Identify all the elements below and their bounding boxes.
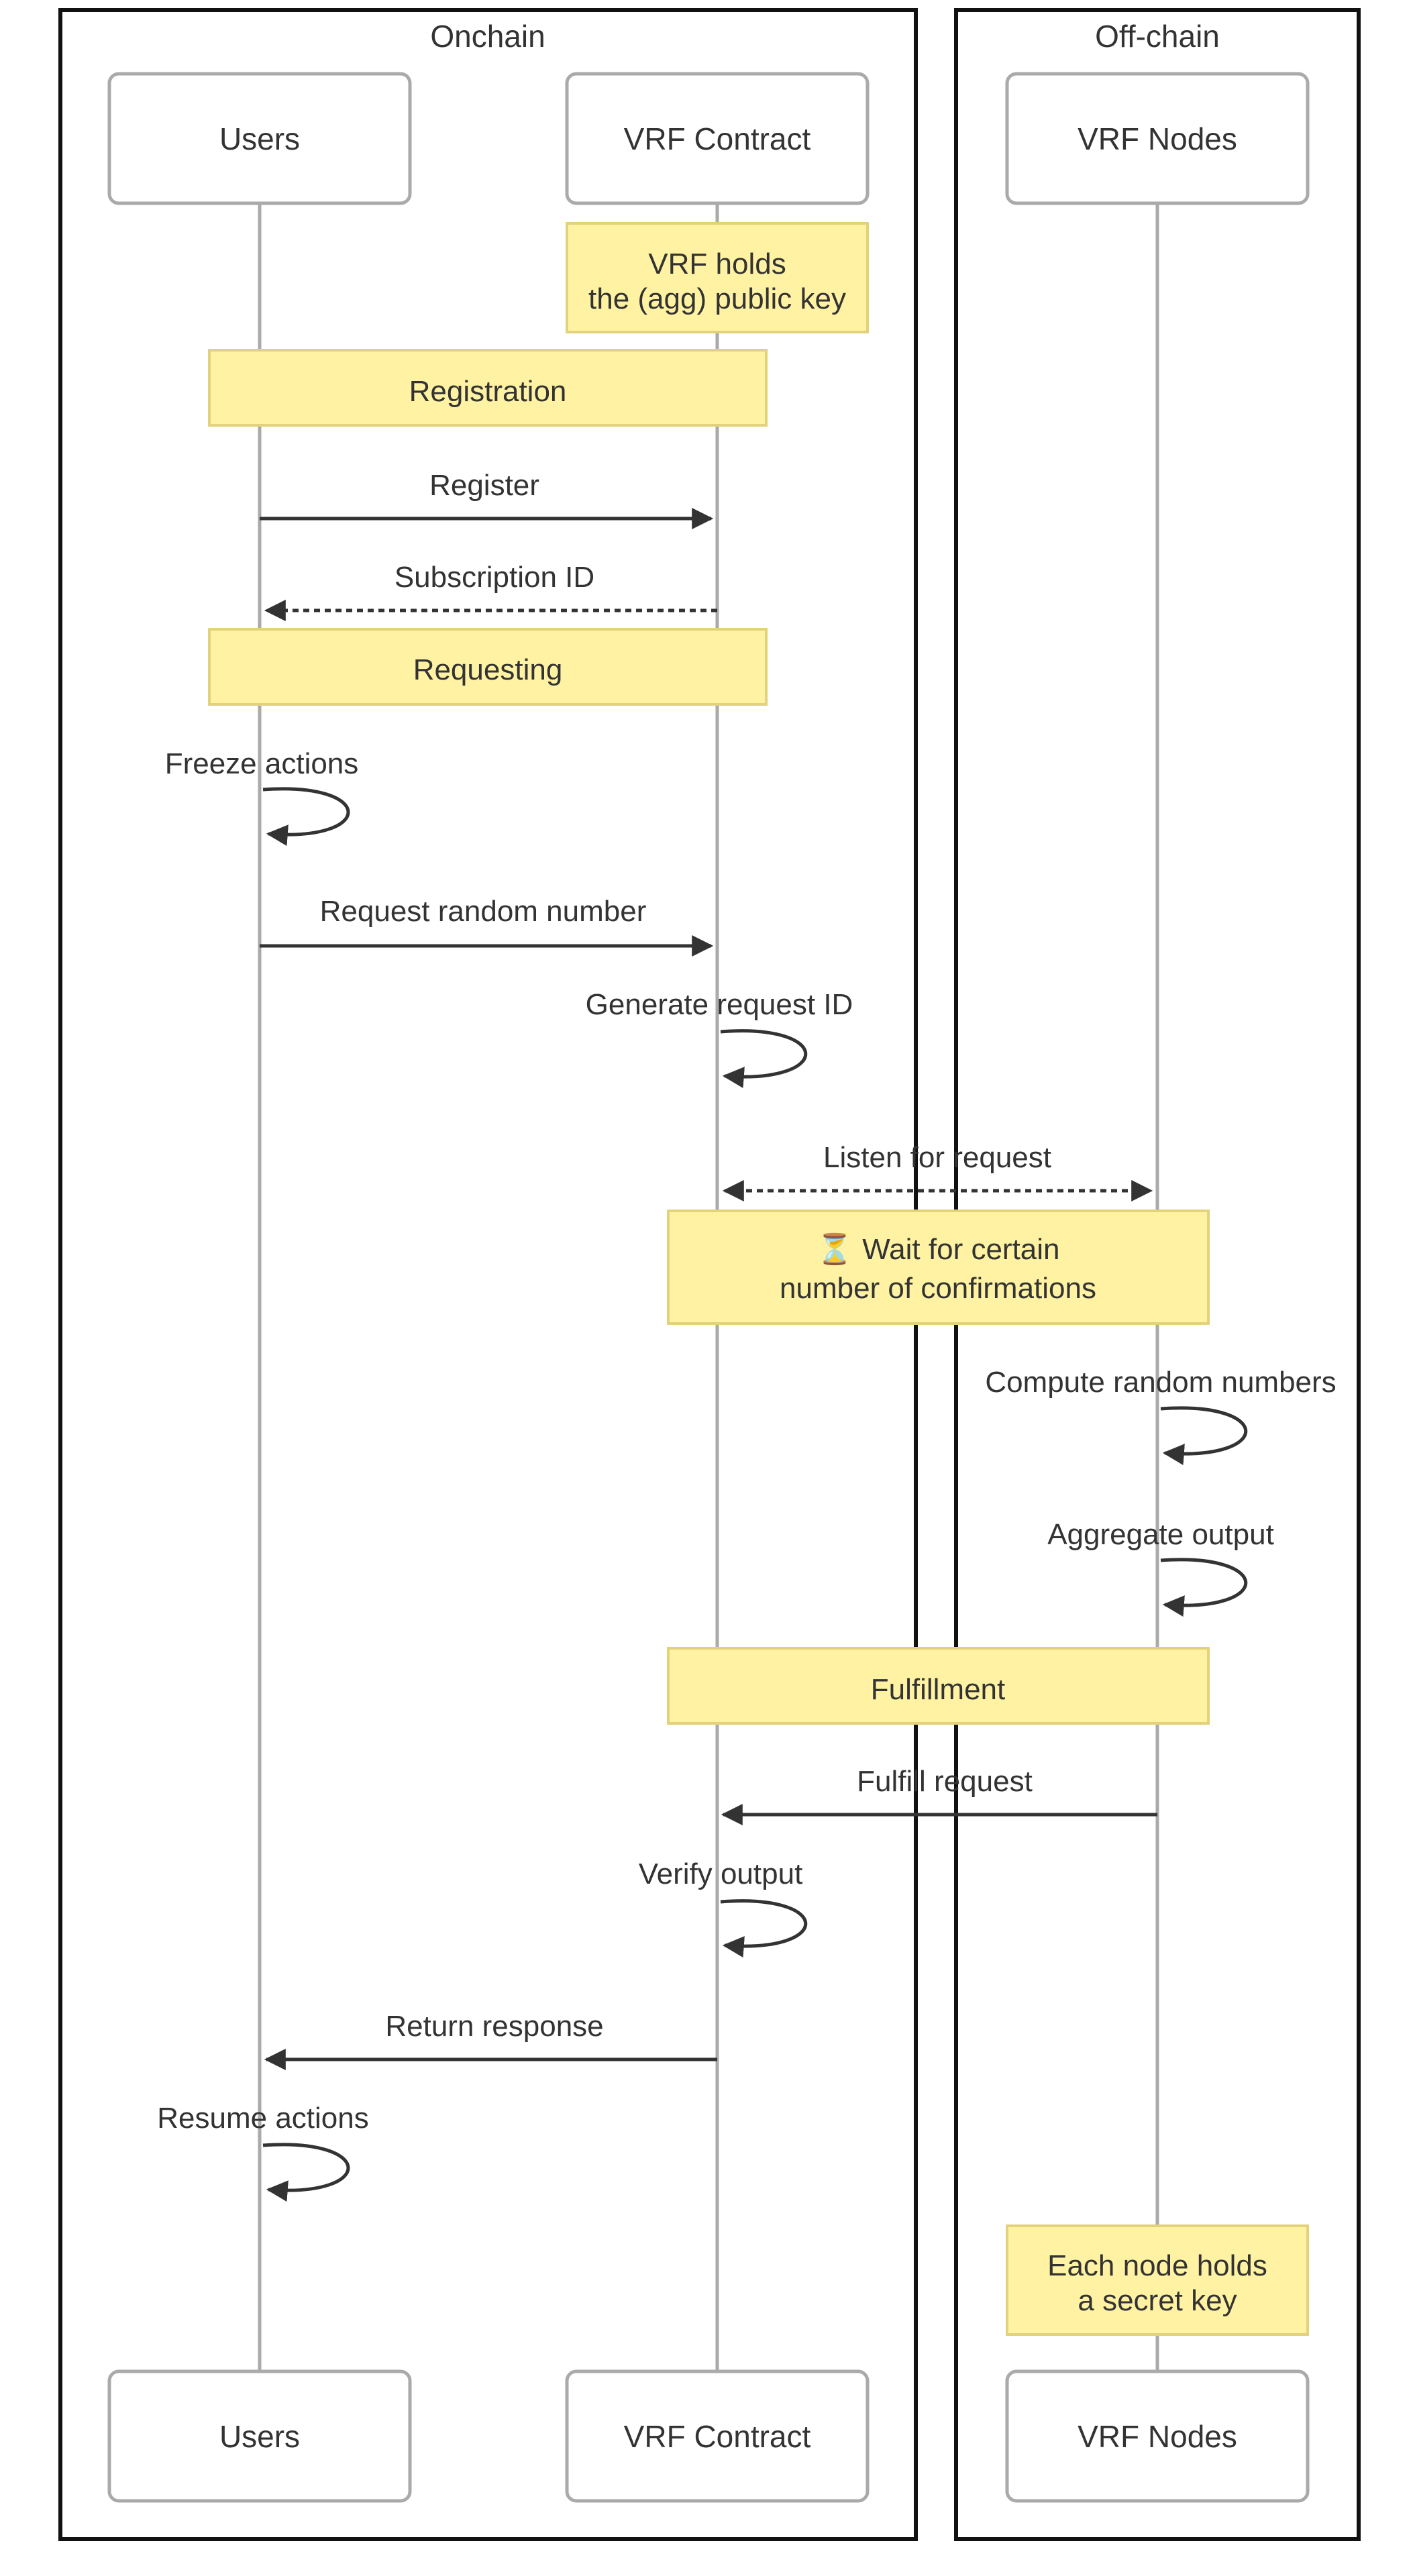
participant-vrf-nodes-bottom: VRF Nodes [1005,2369,1310,2503]
message-label: Compute random numbers [985,1366,1336,1399]
note-secret-key: Each node holds a secret key [1006,2224,1309,2336]
message-label: Subscription ID [395,561,594,594]
self-loop-arrow [262,787,350,847]
message-request-random-number: Request random number [260,895,714,957]
message-generate-request-id: Generate request ID [586,988,853,1089]
self-loop-arrow [1160,1558,1248,1617]
message-label: Generate request ID [586,988,853,1021]
participant-label: Users [219,2419,300,2454]
note-line: a secret key [1078,2284,1237,2317]
participant-label: VRF Nodes [1078,121,1237,156]
hourglass-icon: ⏳ [816,1232,853,1266]
message-return-response: Return response [264,2010,717,2070]
message-label: Verify output [639,1858,803,1890]
self-loop-arrow [262,2143,350,2202]
message-label: Freeze actions [165,747,359,780]
section-label: Fulfillment [871,1673,1006,1706]
participant-vrf-nodes-top: VRF Nodes [1005,72,1310,205]
message-label: Request random number [320,895,647,928]
message-freeze-actions: Freeze actions [165,747,359,847]
section-requesting: Requesting [208,628,768,706]
message-subscription-id: Subscription ID [264,561,717,621]
message-label: Return response [385,2010,603,2043]
message-fulfill-request: Fulfill request [721,1765,1157,1825]
message-label: Register [429,469,539,502]
section-label: Requesting [413,653,563,686]
section-label: Registration [409,375,567,408]
participant-vrf-contract-top: VRF Contract [565,72,870,205]
participant-users-bottom: Users [107,2369,412,2503]
message-label: Fulfill request [857,1765,1033,1798]
participant-label: Users [219,121,300,156]
self-loop-arrow [720,1899,808,1958]
participant-users-top: Users [107,72,412,205]
message-label: Listen for request [823,1141,1051,1174]
message-label: Aggregate output [1047,1518,1274,1551]
message-resume-actions: Resume actions [157,2102,369,2202]
section-fulfillment: Fulfillment [667,1647,1210,1725]
message-aggregate-output: Aggregate output [1047,1518,1274,1617]
participant-label: VRF Contract [624,2419,811,2454]
note-wait-confirmations: ⏳ Wait for certain number of confirmation… [667,1210,1210,1325]
note-line: ⏳ Wait for certain [816,1232,1059,1266]
message-register: Register [260,469,714,529]
participant-vrf-contract-bottom: VRF Contract [565,2369,870,2503]
note-line: the (agg) public key [588,282,846,315]
self-loop-arrow [1160,1406,1248,1466]
self-loop-arrow [720,1029,808,1089]
message-verify-output: Verify output [639,1858,808,1958]
note-vrf-public-key: VRF holds the (agg) public key [566,222,869,333]
participant-label: VRF Nodes [1078,2419,1237,2454]
message-listen-for-request: Listen for request [722,1141,1153,1201]
offchain-group-title: Off-chain [1095,19,1220,54]
message-compute-random-numbers: Compute random numbers [985,1366,1337,1466]
note-line-text: Wait for certain [862,1233,1059,1266]
onchain-group-title: Onchain [430,19,545,54]
note-line: VRF holds [648,248,786,280]
section-registration: Registration [208,349,768,427]
participant-label: VRF Contract [624,121,811,156]
message-label: Resume actions [157,2102,368,2135]
note-line: number of confirmations [780,1272,1096,1305]
note-line: Each node holds [1047,2249,1267,2282]
